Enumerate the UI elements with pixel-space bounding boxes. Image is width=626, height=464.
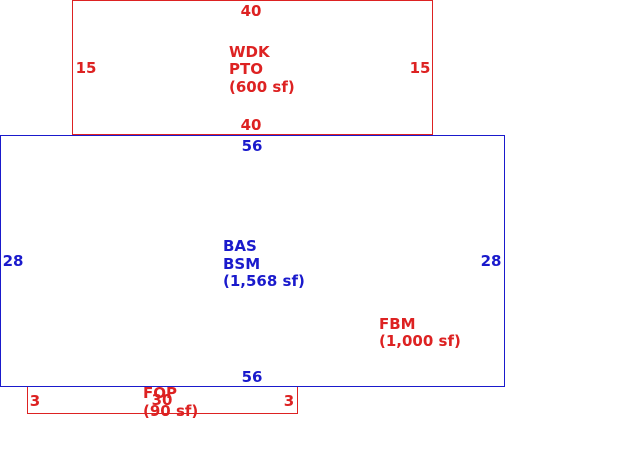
wdk-dim-right: 15 [410, 59, 431, 77]
fbm-code: FBM [379, 315, 416, 333]
bas-bsm-outline [0, 135, 505, 387]
fop-outline [27, 387, 298, 414]
fop-code: FOP [143, 384, 177, 402]
wdk-dim-top: 40 [241, 2, 262, 20]
wdk-dim-bottom: 40 [241, 116, 262, 134]
fop-area: (90 sf) [143, 402, 198, 420]
bas-dim-top: 56 [242, 137, 263, 155]
fop-dim-top: 30 [152, 391, 173, 409]
wdk-pto-outline [72, 0, 433, 135]
bas-dim-left: 28 [3, 252, 24, 270]
fbm-area: (1,000 sf) [379, 332, 461, 350]
wdk-code: WDK [229, 43, 271, 61]
wdk-area: (600 sf) [229, 78, 295, 96]
bsm-code: BSM [223, 255, 260, 273]
wdk-dim-left: 15 [76, 59, 97, 77]
fop-dim-right: 3 [284, 392, 294, 410]
bas-dim-right: 28 [481, 252, 502, 270]
bas-code: BAS [223, 237, 257, 255]
pto-code: PTO [229, 60, 263, 78]
bas-dim-bottom: 56 [242, 368, 263, 386]
fop-dim-left: 3 [30, 392, 40, 410]
bas-area: (1,568 sf) [223, 272, 305, 290]
